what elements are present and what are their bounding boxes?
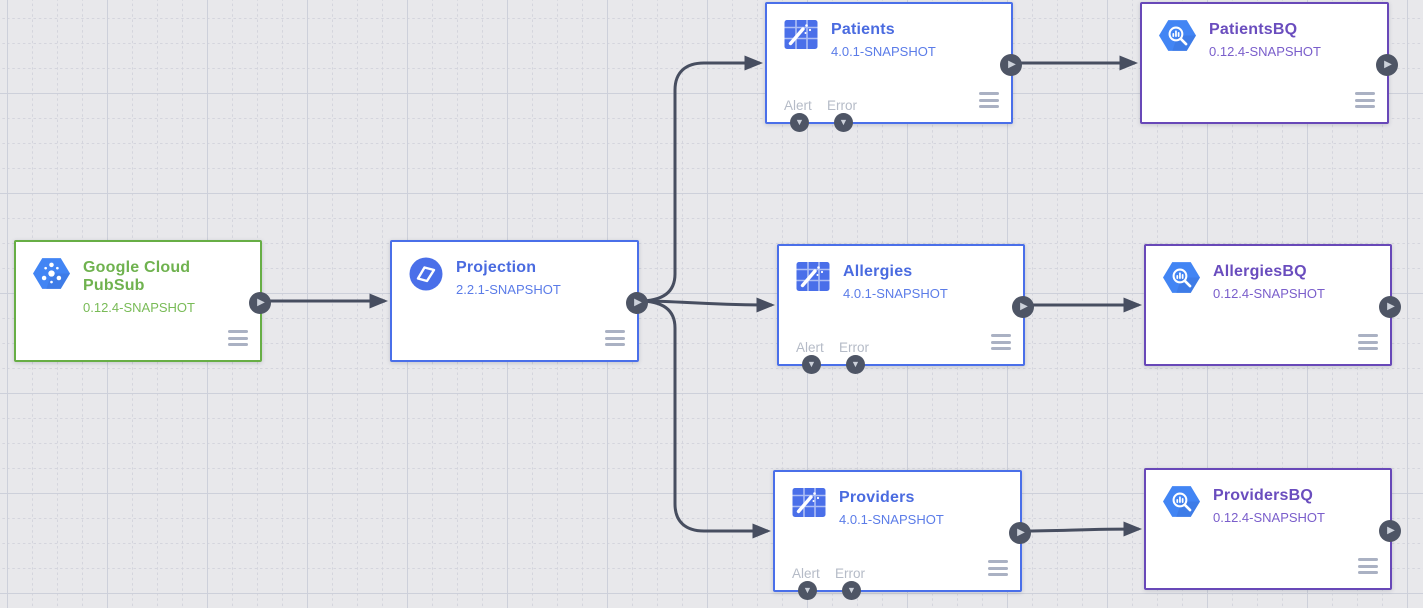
error-port-label: Error (835, 566, 865, 581)
output-port[interactable]: ▶ (1012, 296, 1034, 318)
output-port[interactable]: ▶ (1379, 520, 1401, 542)
node-title: Google Cloud PubSub (83, 259, 191, 294)
node-version: 4.0.1-SNAPSHOT (843, 286, 948, 301)
node-version: 0.12.4-SNAPSHOT (1209, 44, 1321, 59)
output-port[interactable]: ▶ (626, 292, 648, 314)
node-providers[interactable]: Providers 4.0.1-SNAPSHOT Alert Error ▼ ▼… (773, 470, 1031, 600)
error-port-label: Error (839, 340, 869, 355)
down-arrow-icon: ▼ (847, 585, 856, 595)
play-icon: ▶ (1020, 301, 1028, 312)
play-icon: ▶ (1387, 525, 1395, 536)
node-title: Providers (839, 489, 915, 506)
wrangler-icon (784, 19, 818, 50)
node-title: AllergiesBQ (1213, 263, 1307, 280)
connection-providers-to-providersbq[interactable] (1021, 521, 1143, 537)
node-menu-button[interactable] (979, 89, 999, 108)
node-version: 0.12.4-SNAPSHOT (83, 300, 195, 315)
alert-port-label: Alert (784, 98, 812, 113)
error-port[interactable]: ▼ (846, 355, 865, 374)
wrangler-icon (796, 261, 830, 292)
bigquery-icon (1163, 485, 1200, 518)
bigquery-icon (1159, 19, 1196, 52)
output-port[interactable]: ▶ (1000, 54, 1022, 76)
node-providersbq[interactable]: ProvidersBQ 0.12.4-SNAPSHOT ▶ (1144, 468, 1401, 590)
node-title: Patients (831, 21, 895, 38)
node-menu-button[interactable] (1358, 331, 1378, 350)
play-icon: ▶ (1387, 301, 1395, 312)
wrangler-icon (792, 487, 826, 518)
node-patients[interactable]: Patients 4.0.1-SNAPSHOT Alert Error ▼ ▼ … (765, 2, 1022, 132)
bigquery-icon (1163, 261, 1200, 294)
node-projection[interactable]: Projection 2.2.1-SNAPSHOT ▶ (390, 240, 648, 362)
node-version: 0.12.4-SNAPSHOT (1213, 286, 1325, 301)
down-arrow-icon: ▼ (851, 359, 860, 369)
node-patientsbq[interactable]: PatientsBQ 0.12.4-SNAPSHOT ▶ (1140, 2, 1398, 124)
node-title: Projection (456, 259, 537, 276)
node-google-cloud-pubsub[interactable]: Google Cloud PubSub 0.12.4-SNAPSHOT ▶ (14, 240, 271, 362)
connection-projection-to-providers[interactable] (638, 299, 772, 539)
node-version: 0.12.4-SNAPSHOT (1213, 510, 1325, 525)
down-arrow-icon: ▼ (839, 117, 848, 127)
connection-projection-to-patients[interactable] (638, 55, 764, 303)
pubsub-icon (33, 257, 70, 290)
play-icon: ▶ (257, 297, 265, 308)
node-menu-button[interactable] (991, 331, 1011, 350)
alert-port[interactable]: ▼ (798, 581, 817, 600)
error-port[interactable]: ▼ (842, 581, 861, 600)
node-menu-button[interactable] (988, 557, 1008, 576)
node-allergies[interactable]: Allergies 4.0.1-SNAPSHOT Alert Error ▼ ▼… (777, 244, 1034, 374)
node-title: Allergies (843, 263, 913, 280)
node-version: 4.0.1-SNAPSHOT (831, 44, 936, 59)
play-icon: ▶ (1008, 59, 1016, 70)
alert-port[interactable]: ▼ (790, 113, 809, 132)
down-arrow-icon: ▼ (803, 585, 812, 595)
node-title: ProvidersBQ (1213, 487, 1314, 504)
play-icon: ▶ (634, 297, 642, 308)
down-arrow-icon: ▼ (795, 117, 804, 127)
output-port[interactable]: ▶ (1376, 54, 1398, 76)
alert-port-label: Alert (792, 566, 820, 581)
node-version: 2.2.1-SNAPSHOT (456, 282, 561, 297)
output-port[interactable]: ▶ (1009, 522, 1031, 544)
projection-icon (409, 257, 443, 291)
node-menu-button[interactable] (228, 327, 248, 346)
node-menu-button[interactable] (1358, 555, 1378, 574)
alert-port-label: Alert (796, 340, 824, 355)
output-port[interactable]: ▶ (1379, 296, 1401, 318)
node-version: 4.0.1-SNAPSHOT (839, 512, 944, 527)
node-menu-button[interactable] (605, 327, 625, 346)
error-port-label: Error (827, 98, 857, 113)
down-arrow-icon: ▼ (807, 359, 816, 369)
play-icon: ▶ (1384, 59, 1392, 70)
node-title: PatientsBQ (1209, 21, 1298, 38)
node-menu-button[interactable] (1355, 89, 1375, 108)
node-allergiesbq[interactable]: AllergiesBQ 0.12.4-SNAPSHOT ▶ (1144, 244, 1401, 366)
error-port[interactable]: ▼ (834, 113, 853, 132)
play-icon: ▶ (1017, 527, 1025, 538)
alert-port[interactable]: ▼ (802, 355, 821, 374)
output-port[interactable]: ▶ (249, 292, 271, 314)
